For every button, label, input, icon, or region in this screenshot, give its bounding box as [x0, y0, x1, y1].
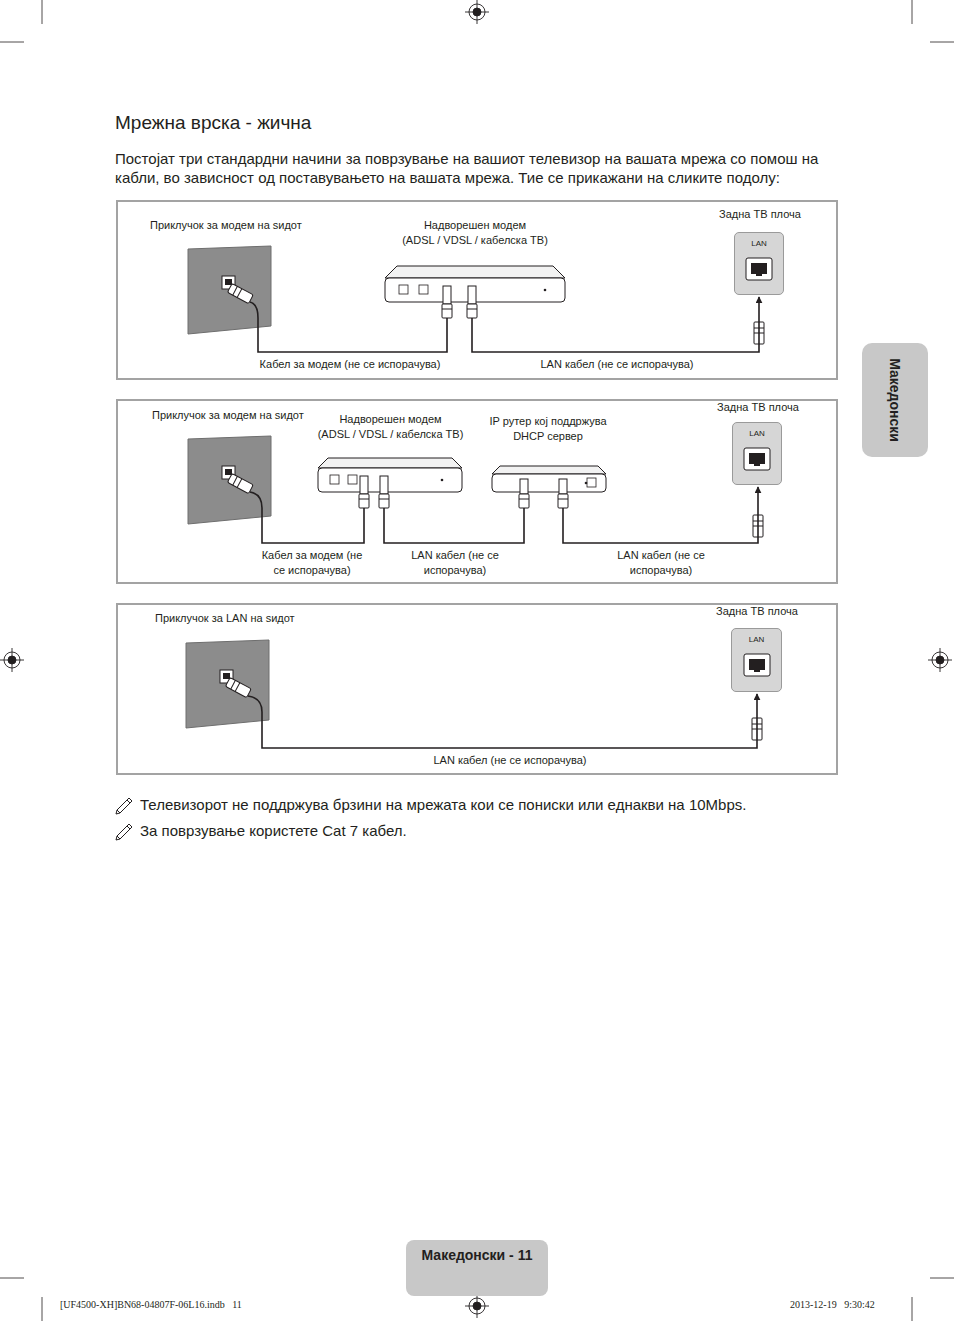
page-title: Мрежна врска - жична	[115, 111, 954, 135]
device-label: Задна ТВ плоча	[712, 207, 808, 222]
wall-socket: Приклучок за модем на ѕидот	[152, 408, 312, 532]
cable-connector	[563, 487, 758, 543]
device-label: Приклучок за модем на ѕидот	[150, 218, 320, 233]
device-illustration	[308, 412, 473, 510]
device-illustration	[483, 414, 613, 510]
panel-frame	[117, 604, 837, 774]
cable-connector	[262, 694, 757, 748]
port-name: LAN	[732, 629, 781, 645]
port-name: LAN	[733, 423, 781, 439]
device: IP рутер кој поддржува DHCP сервер	[483, 414, 613, 510]
device-label: IP рутер кој поддржува DHCP сервер	[483, 414, 613, 444]
port-name: LAN	[735, 233, 783, 249]
device: Надворешен модем(ADSL / VDSL / кабелска …	[308, 412, 473, 510]
cable-connector	[472, 297, 759, 352]
tv-back-panel: Задна ТВ плочаLAN	[709, 604, 805, 694]
lan-port	[743, 653, 771, 677]
note-text: За поврзување користете Cat 7 кабел.	[140, 821, 840, 840]
device-label: Задна ТВ плоча	[710, 400, 806, 415]
cable-label: LAN кабел (не се испорачува)	[410, 753, 610, 768]
panel-frame	[117, 201, 837, 379]
cable-label: LAN кабел (не се испорачува)	[517, 357, 717, 372]
page-footer-tab: Македонски - 11	[406, 1240, 548, 1264]
device-label: Приклучок за модем на ѕидот	[152, 408, 312, 423]
note-pencil	[116, 798, 132, 840]
device-label: Надворешен модем	[385, 218, 565, 233]
lan-port	[743, 447, 771, 471]
cable-label: LAN кабел (не се испорачува)	[605, 548, 717, 578]
footer-tab-shape: Македонски - 11	[406, 1240, 548, 1296]
device-label: Задна ТВ плоча	[709, 604, 805, 619]
cable-label: Кабел за модем (не се испорачува)	[258, 548, 366, 578]
lan-plate: LAN	[734, 232, 784, 295]
device-illustration	[155, 611, 325, 735]
note-text: Телевизорот не поддржува брзини на мрежа…	[140, 795, 840, 814]
lan-plate: LAN	[731, 628, 782, 692]
tv-back-panel: Задна ТВ плочаLAN	[712, 207, 808, 297]
wall-socket: Приклучок за LAN на ѕидот	[155, 611, 325, 735]
device-label: Приклучок за LAN на ѕидот	[155, 611, 325, 626]
panel-frame	[117, 400, 837, 583]
lan-port	[745, 257, 773, 281]
device-illustration	[385, 218, 565, 320]
language-tab: Македонски	[885, 342, 905, 458]
device-illustration	[152, 408, 312, 532]
cable-connector	[258, 320, 447, 352]
intro-paragraph: Постојат три стандардни начини за поврзу…	[115, 149, 840, 187]
device: Надворешен модем(ADSL / VDSL / кабелска …	[385, 218, 565, 320]
cable-connector	[262, 510, 364, 543]
device-label: Надворешен модем	[308, 412, 473, 427]
device-label: (ADSL / VDSL / кабелска ТВ)	[308, 427, 473, 442]
cable-label: Кабел за модем (не се испорачува)	[240, 357, 460, 372]
lan-plate: LAN	[732, 422, 782, 485]
cable-label: LAN кабел (не се испорачува)	[399, 548, 511, 578]
print-slug: [UF4500-XH]BN68-04807F-06L16.indb 11	[60, 1299, 242, 1311]
wall-socket: Приклучок за модем на ѕидот	[150, 218, 320, 340]
device-illustration	[150, 218, 320, 340]
device-label: (ADSL / VDSL / кабелска ТВ)	[385, 233, 565, 248]
side-tab-shape: Македонски	[862, 343, 928, 457]
tv-back-panel: Задна ТВ плочаLAN	[710, 400, 806, 487]
print-date: 2013-12-19 9:30:42	[790, 1299, 875, 1311]
cable-connector	[384, 510, 524, 543]
